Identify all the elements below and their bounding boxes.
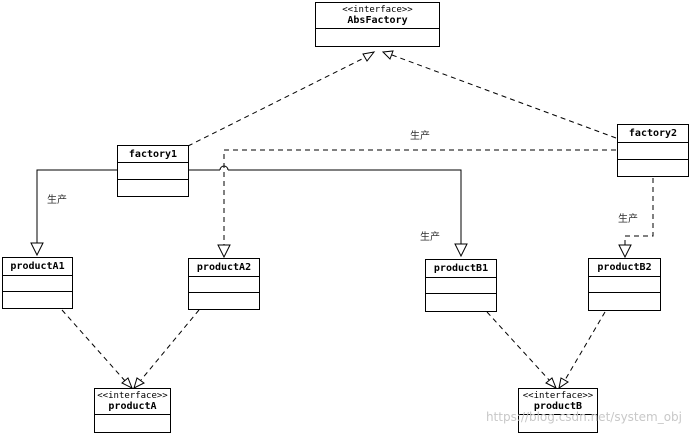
class-name: factory2 <box>628 128 678 139</box>
class-name: productA1 <box>10 261 65 272</box>
arrowhead-productB-left <box>545 377 557 390</box>
class-name: productB2 <box>597 262 652 273</box>
class-name: productB <box>533 401 583 412</box>
attributes-section <box>426 278 496 294</box>
factory1-produces-productB1-rest <box>228 169 462 244</box>
class-factory1[interactable]: factory1 <box>117 145 189 197</box>
arrowhead-productA2 <box>217 244 231 259</box>
produce-label-factory2-productB2: 生产 <box>618 214 638 225</box>
factory1-produces-productA1 <box>36 169 117 243</box>
attributes-section <box>3 276 72 292</box>
productB2-realizes-productB <box>564 311 606 381</box>
class-name: productB1 <box>433 263 489 274</box>
class-productB1[interactable]: productB1 <box>425 259 497 312</box>
class-name: productA <box>108 401 157 412</box>
operations-section <box>589 293 660 310</box>
productA1-realizes-productA <box>61 309 127 383</box>
watermark-text: https://blog.csdn.net/system_obj <box>485 410 682 424</box>
class-absfactory[interactable]: <<interface>> AbsFactory <box>315 2 440 47</box>
attributes-section <box>618 143 688 160</box>
attributes-section <box>95 415 170 432</box>
productB1-realizes-productB <box>486 311 551 382</box>
arrowhead-absfactory-left <box>362 51 376 62</box>
class-factory2[interactable]: factory2 <box>617 124 689 177</box>
arrowhead-productA-right <box>133 377 145 389</box>
operations-section <box>3 292 72 308</box>
factory2-produces-productB2 <box>624 178 654 245</box>
factory2-realizes-absfactory <box>391 54 617 139</box>
class-productB[interactable]: <<interface>> productB <box>518 388 598 433</box>
class-name: AbsFactory <box>347 15 408 26</box>
class-productB2[interactable]: productB2 <box>588 258 661 311</box>
productA2-realizes-productA <box>140 309 200 381</box>
attributes-section <box>189 277 259 293</box>
operations-section <box>189 293 259 309</box>
class-productA2[interactable]: productA2 <box>188 258 260 310</box>
produce-label-factory2-productA2: 生产 <box>410 131 430 142</box>
operations-section <box>618 160 688 176</box>
arrowhead-productA-left <box>121 377 133 390</box>
operations-section <box>118 180 188 196</box>
attributes-section <box>589 277 660 293</box>
produce-label-factory1-productA1: 生产 <box>47 195 67 206</box>
stereotype-label: <<interface>> <box>97 391 168 401</box>
stereotype-label: <<interface>> <box>342 5 413 15</box>
attributes-section <box>118 163 188 180</box>
factory2-produces-productA2 <box>223 149 616 245</box>
operations-section <box>426 294 496 311</box>
arrowhead-productA1 <box>30 242 44 257</box>
class-name: productA2 <box>196 262 252 273</box>
stereotype-label: <<interface>> <box>522 391 594 401</box>
class-productA[interactable]: <<interface>> productA <box>94 388 171 433</box>
produce-label-factory1-productB1: 生产 <box>420 232 440 243</box>
attributes-section <box>316 29 439 46</box>
arrowhead-productB2 <box>618 244 632 259</box>
arrowhead-productB1 <box>454 243 468 258</box>
arrowhead-productB-right <box>558 377 569 390</box>
class-name: factory1 <box>128 148 178 160</box>
class-productA1[interactable]: productA1 <box>2 257 73 309</box>
factory1-realizes-absfactory <box>187 56 367 147</box>
arrowhead-absfactory-right <box>381 50 394 60</box>
